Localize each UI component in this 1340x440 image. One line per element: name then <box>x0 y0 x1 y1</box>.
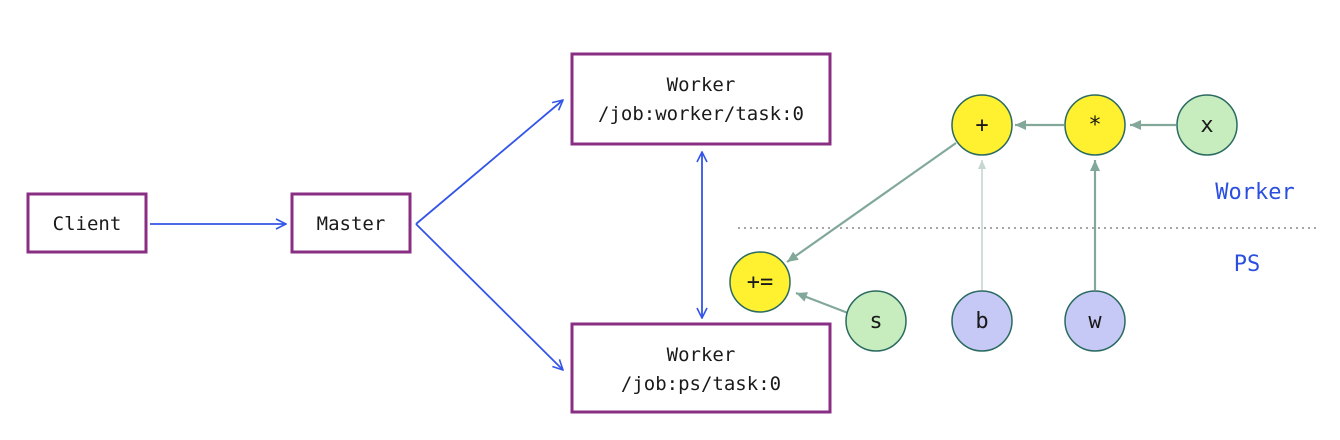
node-w-label: w <box>1088 309 1102 334</box>
ps-task-box: Worker /job:ps/task:0 <box>570 322 832 414</box>
node-assign-add-label: += <box>747 270 774 295</box>
ps-task-title: Worker <box>667 344 736 366</box>
worker-task-box: Worker /job:worker/task:0 <box>570 52 832 146</box>
worker-region-label: Worker <box>1215 180 1294 205</box>
worker-task-title: Worker <box>667 74 736 96</box>
node-b-label: b <box>975 309 988 334</box>
client-box: Client <box>26 192 148 254</box>
edge-s-to-assign-add <box>795 291 849 315</box>
node-mul-label: * <box>1088 113 1101 138</box>
control-flow-arrows <box>150 100 702 370</box>
master-box: Master <box>290 192 412 254</box>
ps-task-path: /job:ps/task:0 <box>621 373 781 395</box>
master-label: Master <box>317 213 386 235</box>
node-assign-add: += <box>729 251 791 313</box>
node-x: x <box>1176 94 1238 156</box>
graph-edges <box>786 120 1176 315</box>
node-plus: + <box>951 94 1013 156</box>
node-b: b <box>951 290 1013 352</box>
node-s-label: s <box>869 309 882 334</box>
arrow-master-to-worker-bottom <box>415 223 563 370</box>
node-s: s <box>845 290 907 352</box>
worker-task-path: /job:worker/task:0 <box>598 103 804 125</box>
node-mul: * <box>1064 94 1126 156</box>
node-w: w <box>1064 290 1126 352</box>
node-x-label: x <box>1200 113 1213 138</box>
arrow-master-to-worker-top <box>415 100 563 225</box>
edge-plus-to-assign-add <box>786 142 957 263</box>
node-plus-label: + <box>975 113 988 138</box>
client-label: Client <box>53 213 122 235</box>
ps-region-label: PS <box>1234 252 1261 277</box>
